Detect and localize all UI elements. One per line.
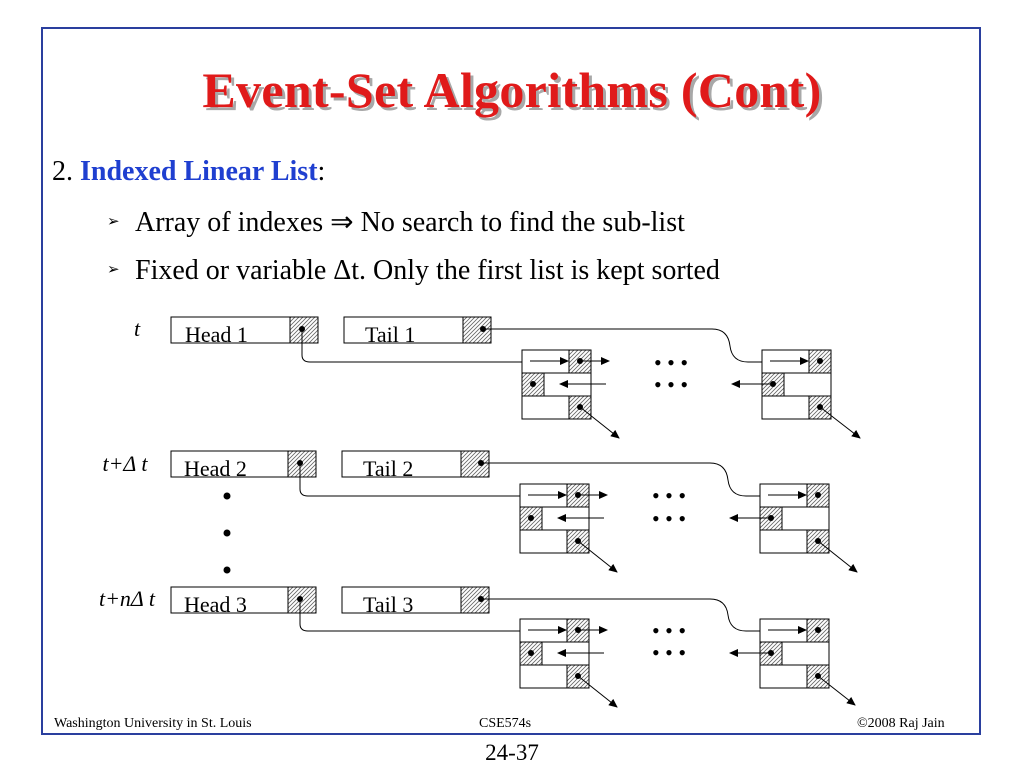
tail-node: Tail 3 bbox=[341, 586, 490, 617]
time-label: t bbox=[134, 316, 141, 341]
ellipsis-backward: • • • bbox=[652, 640, 686, 665]
vertical-ellipsis bbox=[223, 492, 231, 574]
section-heading-highlight: Indexed Linear List bbox=[80, 156, 318, 187]
list-node-last bbox=[731, 349, 861, 439]
list-node-last bbox=[729, 618, 856, 706]
slide-frame bbox=[41, 27, 981, 735]
ellipsis-backward: • • • bbox=[654, 372, 688, 397]
list-node-first bbox=[519, 483, 618, 573]
head-node: Head 3 bbox=[170, 586, 317, 617]
head-node: Head 1 bbox=[170, 316, 319, 347]
section-heading-suffix: : bbox=[317, 156, 326, 187]
head-label: Head 2 bbox=[184, 456, 247, 481]
list-node-last bbox=[729, 483, 858, 573]
ellipsis-forward: • • • bbox=[652, 618, 686, 643]
footer-institution: Washington University in St. Louis bbox=[54, 716, 252, 731]
ellipsis-forward: • • • bbox=[652, 483, 686, 508]
slide-title: Event-Set Algorithms (Cont) bbox=[202, 62, 822, 118]
head-pointer bbox=[299, 463, 520, 497]
section-number: 2. bbox=[52, 156, 73, 187]
time-label: t+nΔ t bbox=[99, 586, 156, 611]
head-node: Head 2 bbox=[170, 450, 317, 481]
list-row-3: t+nΔ t Head 3 Tail 3 bbox=[99, 586, 856, 708]
tail-pointer bbox=[483, 328, 762, 363]
bullet-arrow-icon: ➢ bbox=[107, 262, 120, 279]
bullet-item: ➢ Array of indexes ⇒ No search to find th… bbox=[107, 205, 685, 239]
head-label: Head 3 bbox=[184, 592, 247, 617]
tail-label: Tail 2 bbox=[363, 456, 413, 481]
head-pointer bbox=[301, 329, 522, 363]
page-number: 24-37 bbox=[485, 740, 539, 765]
head-pointer bbox=[299, 599, 520, 632]
tail-pointer bbox=[481, 598, 760, 632]
ellipsis-backward: • • • bbox=[652, 506, 686, 531]
time-label: t+Δ t bbox=[102, 451, 148, 476]
bullet-text: Array of indexes ⇒ No search to find the… bbox=[135, 207, 685, 238]
section-heading: 2. Indexed Linear List: bbox=[52, 156, 325, 188]
footer-course: CSE574s bbox=[479, 716, 532, 731]
head-label: Head 1 bbox=[185, 322, 248, 347]
tail-label: Tail 1 bbox=[365, 322, 415, 347]
tail-label: Tail 3 bbox=[363, 592, 413, 617]
ellipsis-forward: • • • bbox=[654, 350, 688, 375]
tail-node: Tail 1 bbox=[343, 316, 492, 347]
tail-node: Tail 2 bbox=[341, 450, 490, 481]
bullet-text: Fixed or variable Δt. Only the first lis… bbox=[135, 255, 720, 286]
list-row-1: t Head 1 Tail 1 bbox=[134, 316, 861, 439]
bullet-item: ➢ Fixed or variable Δt. Only the first li… bbox=[107, 255, 720, 287]
list-node-first bbox=[519, 618, 618, 708]
bullet-arrow-icon: ➢ bbox=[107, 214, 120, 231]
footer-copyright: ©2008 Raj Jain bbox=[857, 716, 945, 731]
list-row-2: t+Δ t Head 2 Tail 2 bbox=[102, 450, 858, 573]
list-node-first bbox=[521, 349, 620, 439]
tail-pointer bbox=[481, 462, 760, 497]
